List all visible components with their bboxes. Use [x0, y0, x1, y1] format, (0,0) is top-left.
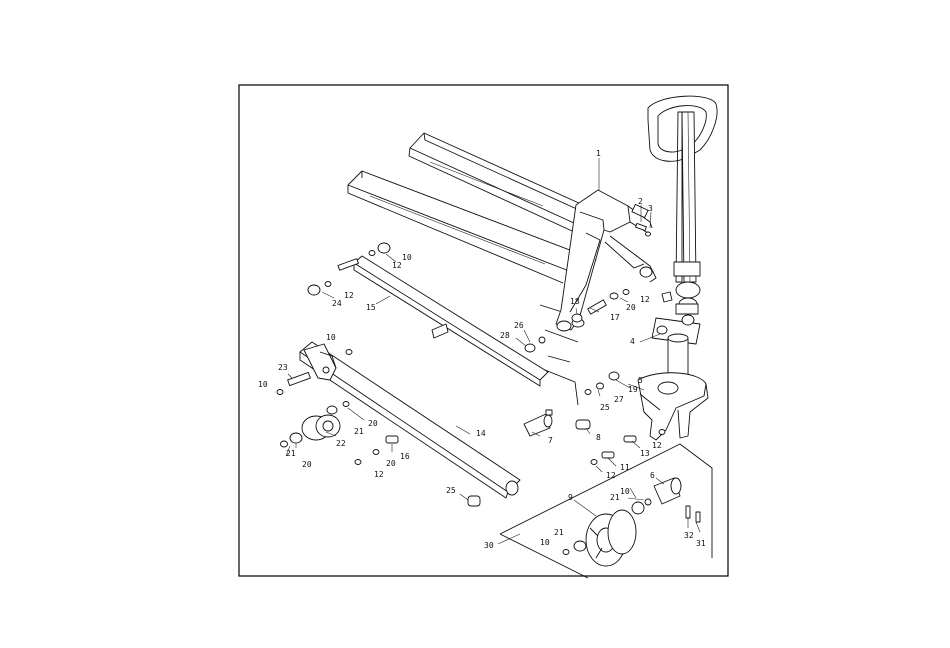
callout-24: 24: [332, 299, 342, 308]
callout-17: 17: [610, 313, 620, 322]
callout-12f: 12: [374, 470, 384, 479]
callout-21c: 21: [610, 493, 620, 502]
callout-12d: 12: [652, 441, 662, 450]
callout-30: 30: [484, 541, 494, 550]
callout-12a: 12: [392, 261, 402, 270]
callout-4: 4: [630, 337, 635, 346]
callout-11: 11: [620, 463, 630, 472]
callout-12e: 12: [606, 471, 616, 480]
steering-yoke: [638, 373, 708, 440]
callout-26: 26: [514, 321, 524, 330]
steer-wheel-assembly: [500, 444, 712, 578]
callout-10e: 10: [540, 538, 550, 547]
callout-2: 2: [638, 197, 643, 206]
callout-21d: 21: [554, 528, 564, 537]
callout-10b: 10: [326, 333, 336, 342]
callout-10c: 10: [258, 380, 268, 389]
callout-32: 32: [684, 531, 694, 540]
callout-20b: 20: [368, 419, 378, 428]
callout-7: 7: [548, 436, 553, 445]
handle-assembly: [648, 96, 717, 376]
callout-3: 3: [648, 204, 653, 213]
callout-13: 13: [640, 449, 650, 458]
callout-25a: 25: [600, 403, 610, 412]
callout-27: 27: [614, 395, 624, 404]
callout-25b: 25: [446, 486, 456, 495]
callout-21a: 21: [354, 427, 364, 436]
callout-10a: 10: [402, 253, 412, 262]
callout-9: 9: [568, 493, 573, 502]
callout-6: 6: [650, 471, 655, 480]
callout-15: 15: [366, 303, 376, 312]
callout-23: 23: [278, 363, 288, 372]
callout-28: 28: [500, 331, 510, 340]
callout-12b: 12: [344, 291, 354, 300]
callout-18: 18: [570, 297, 580, 306]
callout-22: 22: [336, 439, 346, 448]
callout-20a: 20: [626, 303, 636, 312]
callout-12c: 12: [640, 295, 650, 304]
callout-14: 14: [476, 429, 486, 438]
callout-19: 19: [628, 385, 638, 394]
callout-20c: 20: [302, 460, 312, 469]
callout-31: 31: [696, 539, 706, 548]
callout-1: 1: [596, 149, 601, 158]
callout-16: 16: [400, 452, 410, 461]
callout-8: 8: [596, 433, 601, 442]
callout-10d: 10: [620, 487, 630, 496]
callout-5: 5: [638, 376, 643, 385]
callout-20d: 20: [386, 459, 396, 468]
callout-21b: 21: [286, 449, 296, 458]
